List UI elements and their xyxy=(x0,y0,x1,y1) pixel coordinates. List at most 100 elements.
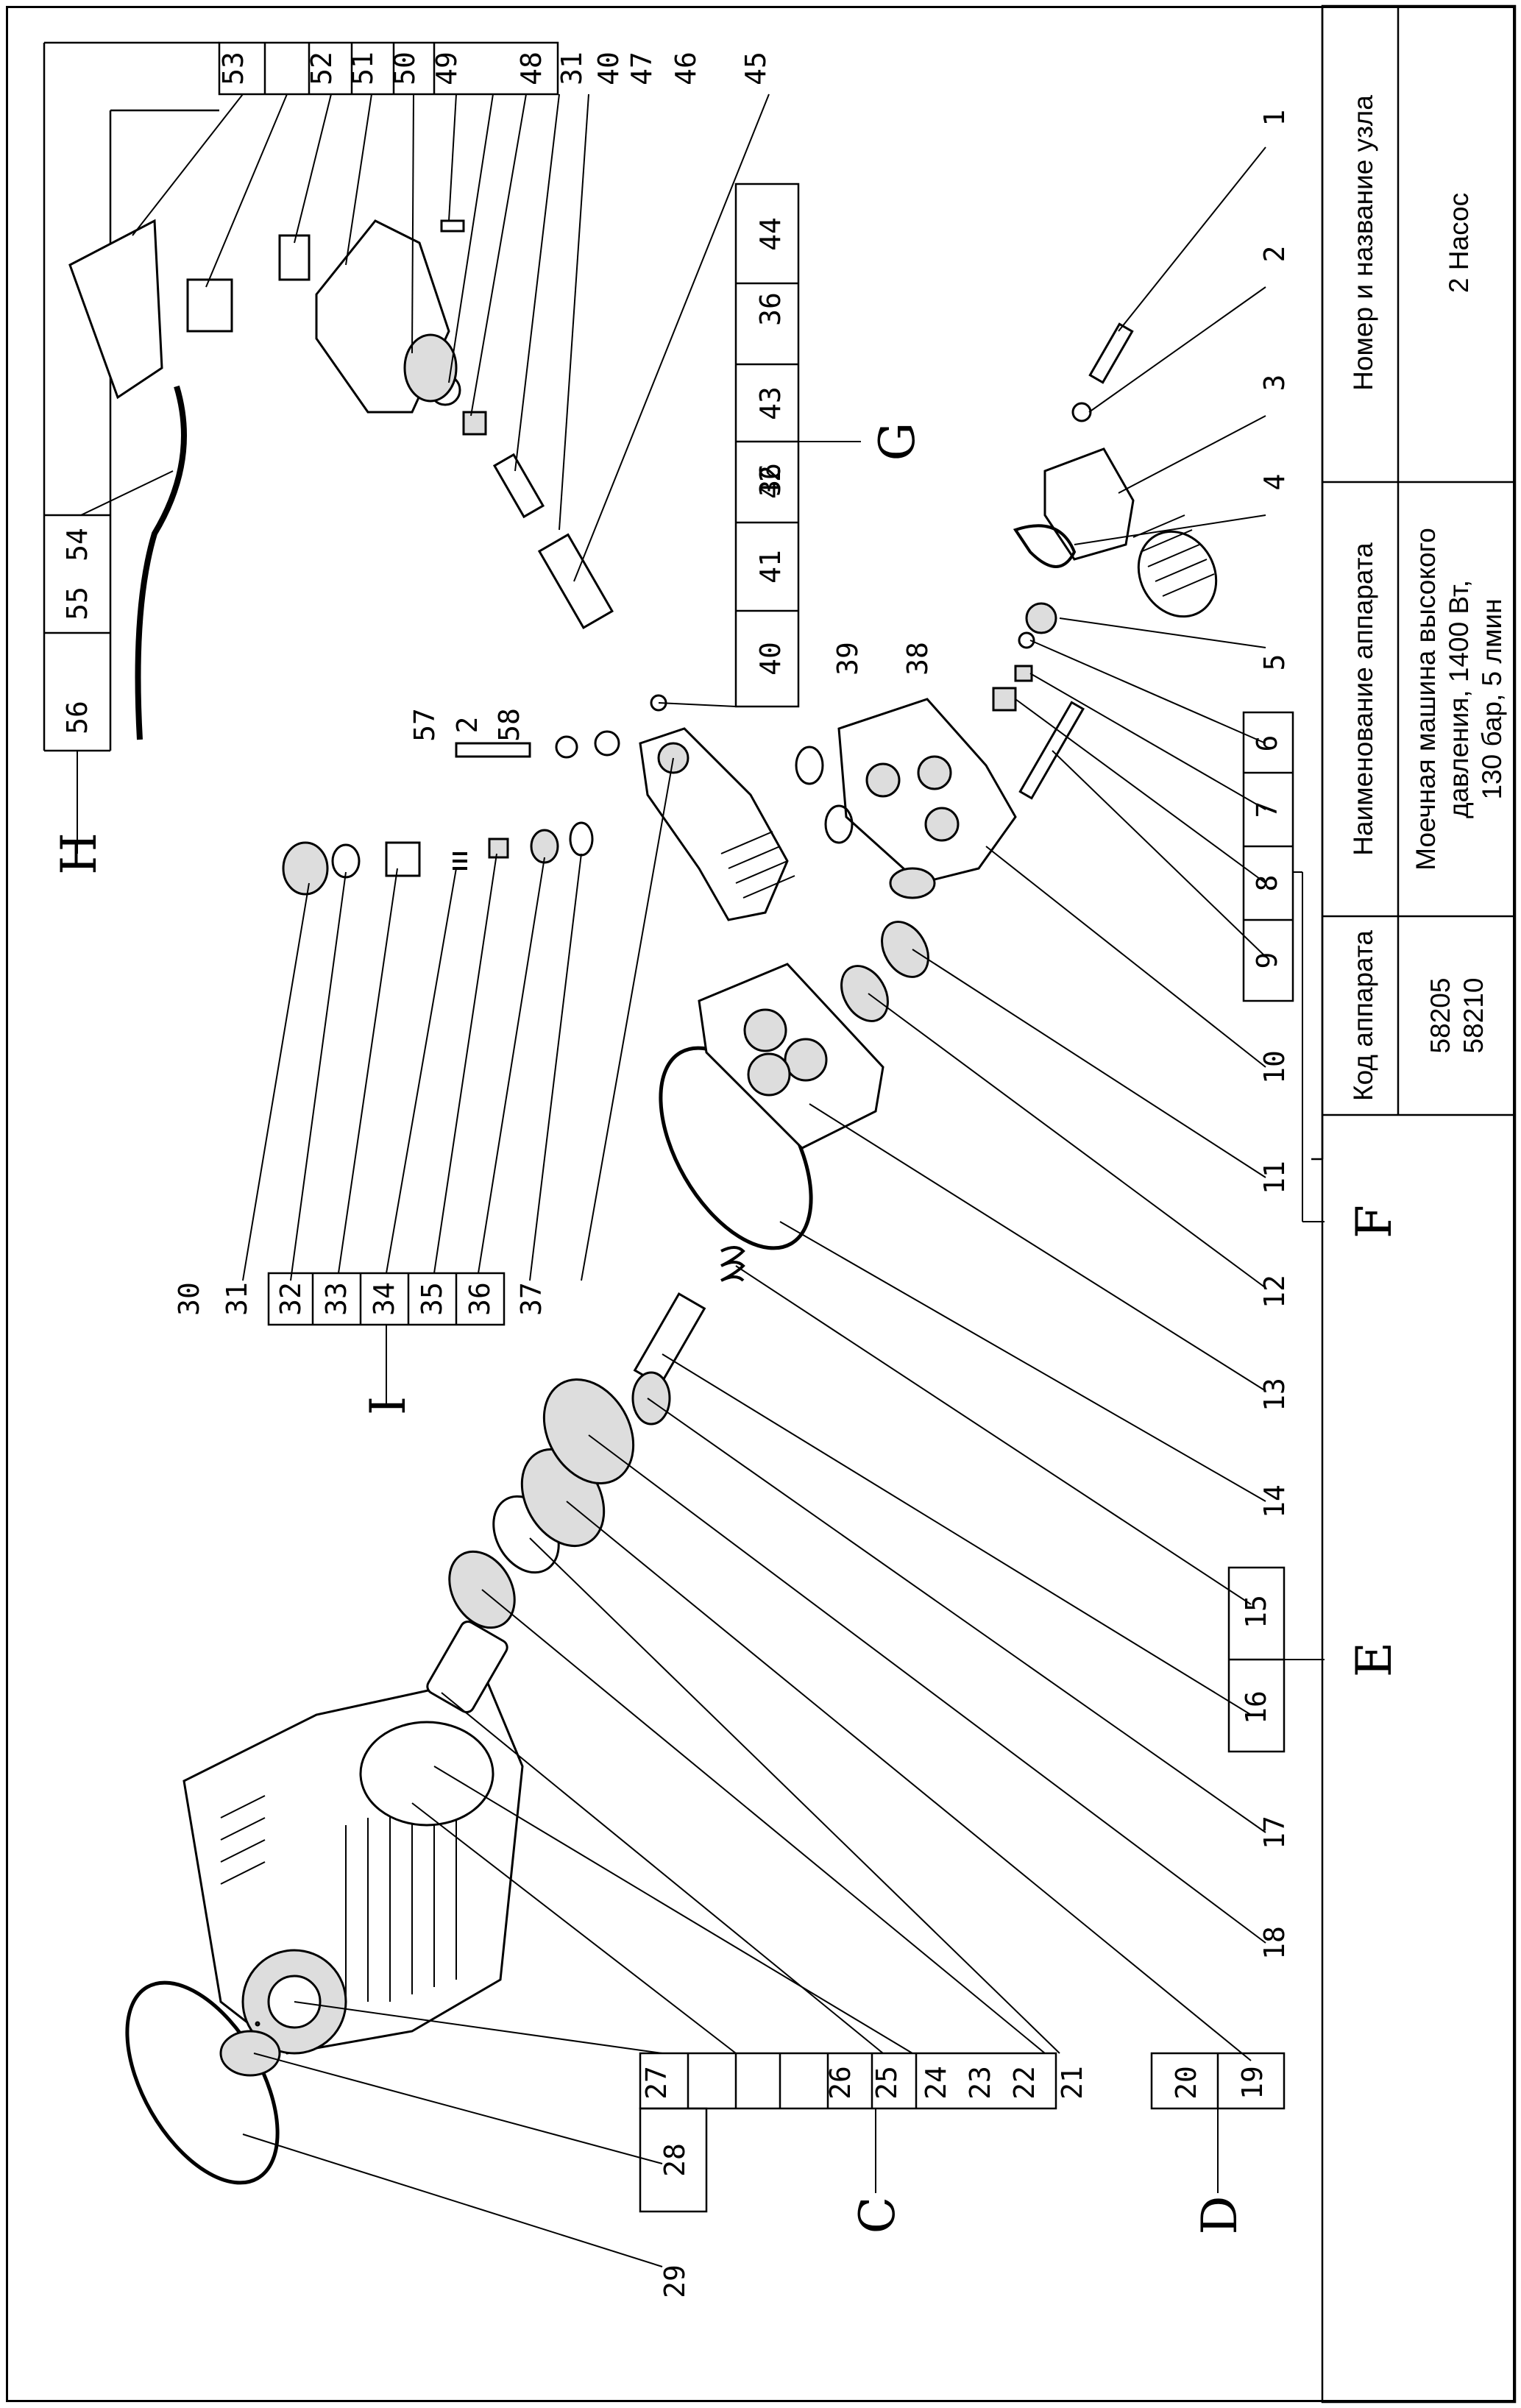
label-15: 15 xyxy=(1240,1595,1272,1629)
label-5: 5 xyxy=(1258,654,1291,671)
label-18: 18 xyxy=(1258,1926,1291,1960)
ring-36 xyxy=(569,821,594,857)
label-56: 56 xyxy=(61,701,93,734)
label-41: 41 xyxy=(754,550,787,584)
part-53 xyxy=(68,219,163,400)
washer-5 xyxy=(1025,602,1057,634)
piston-16 xyxy=(633,1292,706,1387)
outlet-body-37 xyxy=(639,727,795,921)
group-C: C xyxy=(849,2197,906,2234)
label-21: 21 xyxy=(1056,2066,1088,2100)
group-E: E xyxy=(1346,1642,1403,1677)
value-name-1: Моечная машина высокого xyxy=(1411,528,1441,871)
motor-housing xyxy=(182,1621,524,2055)
label-4: 4 xyxy=(1258,474,1291,491)
pump-body xyxy=(795,698,1017,899)
label-36: 36 xyxy=(464,1282,496,1316)
seal-35 xyxy=(530,829,559,864)
label-23: 23 xyxy=(964,2066,996,2100)
washer-2 xyxy=(1071,402,1092,422)
seal-17 xyxy=(631,1371,671,1426)
label-8: 8 xyxy=(1251,875,1283,892)
group-H: H xyxy=(51,832,107,875)
group-letters: C D E F G H I xyxy=(51,422,1403,2235)
header-name: Наименование аппарата xyxy=(1348,542,1378,856)
label-35: 35 xyxy=(416,1282,448,1316)
spring-15 xyxy=(720,1246,745,1282)
pin-45 xyxy=(492,453,545,519)
label-50: 50 xyxy=(389,52,421,85)
label-boxes xyxy=(43,41,1325,2213)
header-code: Код аппарата xyxy=(1348,930,1378,1101)
valve-34 xyxy=(488,838,509,859)
label-34: 34 xyxy=(368,1282,400,1316)
nut-30 xyxy=(282,841,329,896)
label-48: 48 xyxy=(515,52,547,85)
seal-12 xyxy=(840,965,889,1022)
spring-33 xyxy=(453,852,467,870)
label-1: 1 xyxy=(1258,110,1291,127)
value-node: 2 Насос xyxy=(1444,193,1474,293)
label-42: 42 xyxy=(754,465,787,499)
label-55: 55 xyxy=(61,587,93,620)
label-6: 6 xyxy=(1251,735,1283,752)
ring-58 xyxy=(594,730,620,757)
title-block: Номер и название узла 2 Насос Наименован… xyxy=(1311,4,1517,2404)
group-F: F xyxy=(1346,1205,1403,1239)
label-39: 39 xyxy=(832,642,864,676)
label-36b: 36 xyxy=(754,292,787,326)
label-27: 27 xyxy=(640,2066,673,2100)
screw-1 xyxy=(1088,322,1134,384)
cap-32 xyxy=(385,841,421,877)
label-2: 2 xyxy=(1258,246,1291,263)
part-52 xyxy=(186,278,233,333)
washer-2b xyxy=(555,735,578,759)
group-D: D xyxy=(1191,2196,1248,2235)
label-16: 16 xyxy=(1240,1690,1272,1724)
value-code-1: 58205 xyxy=(1425,978,1456,1054)
label-9: 9 xyxy=(1251,952,1283,969)
label-37: 37 xyxy=(515,1282,547,1316)
cylinder-head-13 xyxy=(698,963,884,1150)
label-2b: 2 xyxy=(451,717,483,734)
value-code-2: 58210 xyxy=(1458,978,1489,1054)
valve-8 xyxy=(992,687,1017,712)
label-19: 19 xyxy=(1236,2066,1269,2100)
group-I: I xyxy=(360,1396,416,1415)
housing-49 xyxy=(315,219,458,414)
label-28: 28 xyxy=(659,2143,691,2177)
label-20: 20 xyxy=(1170,2066,1202,2100)
label-7: 7 xyxy=(1251,801,1283,818)
bearing-28 xyxy=(219,2030,281,2077)
label-53: 53 xyxy=(217,52,249,85)
value-name-2: давления, 1400 Вт, xyxy=(1444,580,1474,818)
page-frame xyxy=(6,6,1515,2402)
label-36c: 36 xyxy=(754,463,787,497)
label-12: 12 xyxy=(1258,1275,1291,1309)
parts-drawing xyxy=(68,219,1218,2185)
label-31: 31 xyxy=(221,1282,253,1316)
label-31b: 31 xyxy=(556,52,588,85)
label-46: 46 xyxy=(670,52,702,85)
label-32: 32 xyxy=(274,1282,307,1316)
part-51 xyxy=(278,234,311,281)
label-57: 57 xyxy=(408,708,441,742)
seal-21 xyxy=(542,1378,635,1485)
inlet-fitting-3 xyxy=(1043,447,1218,618)
label-26: 26 xyxy=(824,2066,857,2100)
valve-body-44 xyxy=(537,533,614,630)
label-29: 29 xyxy=(659,2264,691,2298)
clip-4 xyxy=(1013,524,1077,568)
label-22: 22 xyxy=(1008,2066,1040,2100)
ring-6 xyxy=(1018,631,1035,649)
label-44: 44 xyxy=(754,217,787,251)
hose-54 xyxy=(135,385,187,740)
label-43: 43 xyxy=(754,386,787,420)
label-11: 11 xyxy=(1258,1161,1291,1194)
part-number-labels: 1 2 3 4 5 6 7 8 9 10 11 12 13 14 15 16 1… xyxy=(61,52,1291,2298)
group-G: G xyxy=(869,422,926,461)
spring-7 xyxy=(1014,665,1033,682)
label-10: 10 xyxy=(1258,1050,1291,1084)
